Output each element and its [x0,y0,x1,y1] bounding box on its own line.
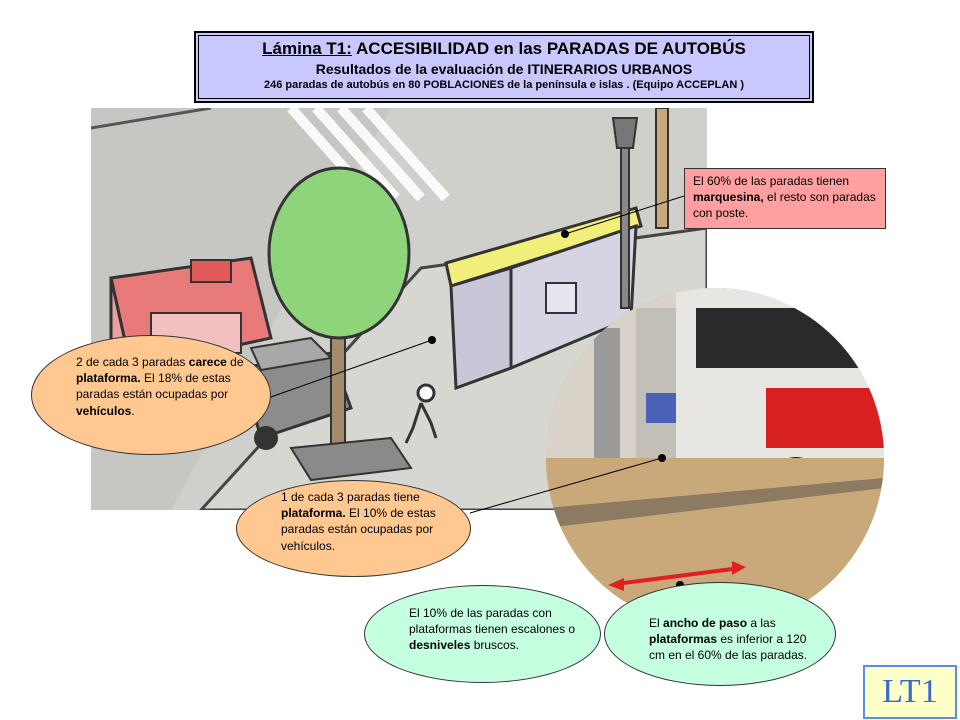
callout-bold: desniveles [409,638,471,653]
callout-text: El [649,616,664,630]
bus-stop-photo [546,288,884,628]
callout-text: El 10% de las paradas con plataformas ti… [409,606,576,637]
slide-badge: LT1 [863,665,957,719]
callout-text: a las [747,616,776,630]
callout-text: . [131,403,135,418]
page-note: 246 paradas de autobús en 80 POBLACIONES… [263,79,745,91]
callout-bold: vehículos [76,403,132,418]
callout-marquesina: El 60% de las paradas tienen marquesina,… [684,168,886,229]
callout-text: El 60% de las paradas tienen [693,174,850,188]
title-main: ACCESIBILIDAD en las PARADAS DE AUTOBÚS [356,39,746,58]
callout-ancho-paso: El ancho de paso a las plataformas es in… [604,582,836,686]
callout-text: El 10% de estas paradas están ocupadas p… [281,506,436,553]
callout-text: el resto son paradas con poste. [693,190,876,221]
page-title: Lámina T1: ACCESIBILIDAD en las PARADAS … [196,39,812,59]
callout-text: bruscos. [470,638,520,653]
callout-bold: carece [188,355,227,369]
callout-bold: plataforma. [76,371,141,386]
callout-con-plataforma: 1 de cada 3 paradas tiene plataforma. El… [236,480,471,577]
title-prefix: Lámina T1: [262,39,352,58]
callout-text: 2 de cada 3 paradas [76,355,189,369]
callout-text: de [226,355,244,369]
callout-text: El 18% de estas paradas están ocupadas p… [76,371,231,402]
title-box: Lámina T1: ACCESIBILIDAD en las PARADAS … [194,31,814,103]
callout-bold: marquesina, [693,190,764,205]
callout-escalones: El 10% de las paradas con plataformas ti… [364,585,601,683]
callout-bold: plataforma. [281,506,346,521]
callout-bold: plataformas [649,632,718,647]
callout-text: es inferior a 120 cm en el 60% de las pa… [649,632,808,663]
callout-sin-plataforma: 2 de cada 3 paradas carece de plataforma… [31,335,271,455]
callout-text: 1 de cada 3 paradas tiene [281,490,420,504]
page-subtitle: Resultados de la evaluación de ITINERARI… [315,61,693,77]
callout-bold: ancho de paso [663,616,748,630]
